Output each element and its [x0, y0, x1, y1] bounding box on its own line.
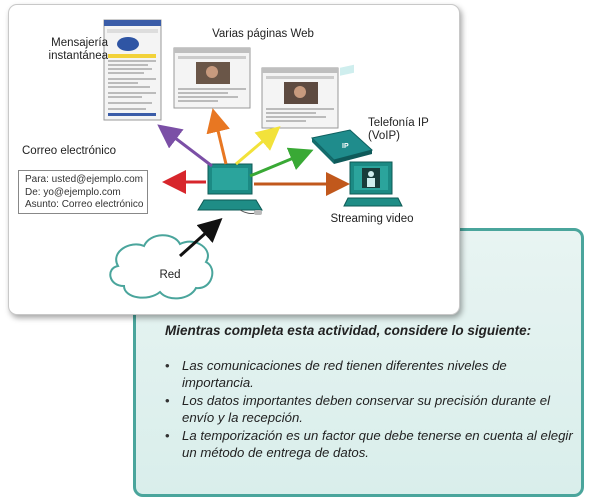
note-list: Las comunicaciones de red tienen diferen… — [155, 357, 575, 461]
web-pages-label: Varias páginas Web — [212, 28, 314, 40]
web-page-icon — [261, 67, 339, 129]
svg-text:IP: IP — [342, 143, 349, 150]
web-page-icon — [173, 47, 251, 109]
streaming-label: Streaming video — [330, 213, 414, 225]
list-item: Las comunicaciones de red tienen diferen… — [155, 357, 575, 392]
web-arrow-2 — [235, 126, 281, 166]
web-arrow-1 — [206, 108, 230, 165]
network-label: Red — [159, 269, 181, 281]
streaming-computer-icon — [343, 161, 403, 207]
list-item: La temporización es un factor que debe t… — [155, 427, 575, 462]
email-label: Correo electrónico — [22, 145, 116, 157]
email-subject-line: Asunto: Correo electrónico — [25, 199, 144, 210]
instant-messaging-label: Mensajería instantánea — [48, 37, 108, 62]
im-arrow — [157, 124, 213, 168]
note-title: Mientras completa esta actividad, consid… — [165, 323, 532, 338]
ip-telephony-label: Telefonía IP (VoIP) — [368, 117, 429, 142]
network-cloud-icon — [109, 234, 214, 300]
list-item: Los datos importantes deben conservar su… — [155, 392, 575, 427]
voip-arrow — [249, 147, 314, 178]
network-arrow — [178, 217, 223, 258]
central-computer-icon — [197, 163, 263, 215]
instant-messaging-window-icon — [103, 19, 162, 121]
email-to-line: Para: usted@ejemplo.com — [25, 174, 143, 185]
email-from-line: De: yo@ejemplo.com — [25, 186, 121, 198]
email-message-box: Para: usted@ejemplo.com De: yo@ejemplo.c… — [18, 170, 148, 214]
ip-phone-icon: IP — [310, 64, 374, 164]
